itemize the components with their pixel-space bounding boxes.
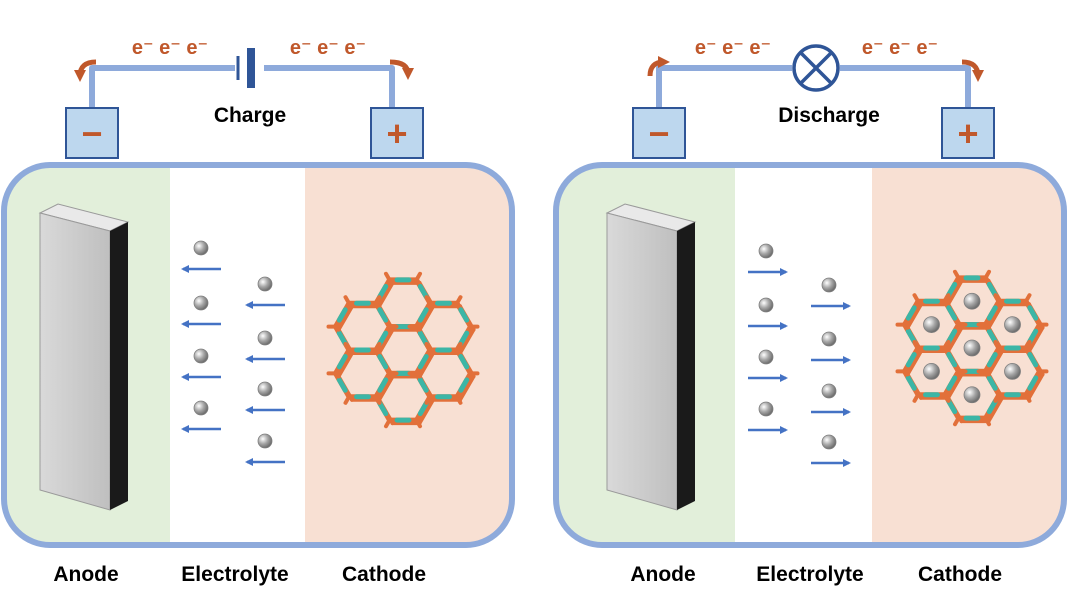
battery-case <box>553 162 1067 548</box>
lithium-ion <box>257 433 273 449</box>
lithium-ion <box>923 362 940 380</box>
electron-label: e⁻ e⁻ e⁻ <box>695 37 771 59</box>
electron-label: e⁻ e⁻ e⁻ <box>862 37 938 59</box>
plus-icon: + <box>386 113 407 154</box>
plus-icon: + <box>957 113 978 154</box>
mode-title: Discharge <box>778 104 880 127</box>
positive-terminal: + <box>941 107 995 159</box>
anode-plate <box>605 203 697 511</box>
lithium-ion <box>1004 362 1021 380</box>
electron-label: e⁻ e⁻ e⁻ <box>132 37 208 59</box>
electron-flow-arrow <box>389 59 414 80</box>
circuit-wire <box>89 65 395 110</box>
lithium-ion <box>1004 316 1021 334</box>
negative-terminal: − <box>65 107 119 159</box>
lithium-ion <box>758 401 774 417</box>
mof-framework <box>895 269 1049 427</box>
lithium-ion <box>257 276 273 292</box>
lithium-ion <box>821 277 837 293</box>
minus-icon: − <box>81 113 102 154</box>
battery-case <box>1 162 515 548</box>
cathode-label: Cathode <box>342 563 426 586</box>
anode-label: Anode <box>630 563 695 586</box>
lithium-ion <box>193 295 209 311</box>
lithium-ion <box>193 240 209 256</box>
electron-flow-arrow <box>74 59 97 82</box>
lithium-ion <box>963 339 981 357</box>
electrolyte-label: Electrolyte <box>181 563 288 586</box>
lithium-ions <box>748 243 851 467</box>
negative-terminal: − <box>632 107 686 159</box>
lithium-ion <box>821 434 837 450</box>
electron-label: e⁻ e⁻ e⁻ <box>290 37 366 59</box>
lithium-ions <box>181 240 285 466</box>
minus-icon: − <box>648 113 669 154</box>
lamp-icon <box>792 44 840 92</box>
lithium-ion <box>758 243 774 259</box>
mode-title: Charge <box>214 104 286 127</box>
electron-flow-arrow <box>961 59 984 82</box>
charge-panel: e⁻ e⁻ e⁻ e⁻ e⁻ e⁻ Charge − + Anode <box>1 37 515 586</box>
mof-framework <box>326 271 480 429</box>
discharge-panel: e⁻ e⁻ e⁻ e⁻ e⁻ e⁻ Discharge − + Anode El… <box>553 37 1067 586</box>
anode-plate <box>38 203 130 511</box>
anode-label: Anode <box>53 563 118 586</box>
lithium-ion <box>257 381 273 397</box>
electrolyte-label: Electrolyte <box>756 563 863 586</box>
lithium-ion <box>923 316 940 334</box>
cathode-region <box>305 165 512 545</box>
lithium-ion <box>963 292 981 310</box>
electrolyte-region <box>735 165 872 545</box>
lithium-ion <box>821 383 837 399</box>
lithium-ion <box>758 349 774 365</box>
lithium-ion <box>758 297 774 313</box>
lithium-ion <box>963 386 981 404</box>
lithium-ion <box>193 400 209 416</box>
battery-symbol-icon <box>236 48 255 88</box>
lithium-ion <box>821 331 837 347</box>
electrolyte-region <box>170 165 305 545</box>
cathode-label: Cathode <box>918 563 1002 586</box>
electron-flow-arrow <box>647 56 670 77</box>
lithium-ion <box>257 330 273 346</box>
positive-terminal: + <box>370 107 424 159</box>
lithium-ion <box>193 348 209 364</box>
